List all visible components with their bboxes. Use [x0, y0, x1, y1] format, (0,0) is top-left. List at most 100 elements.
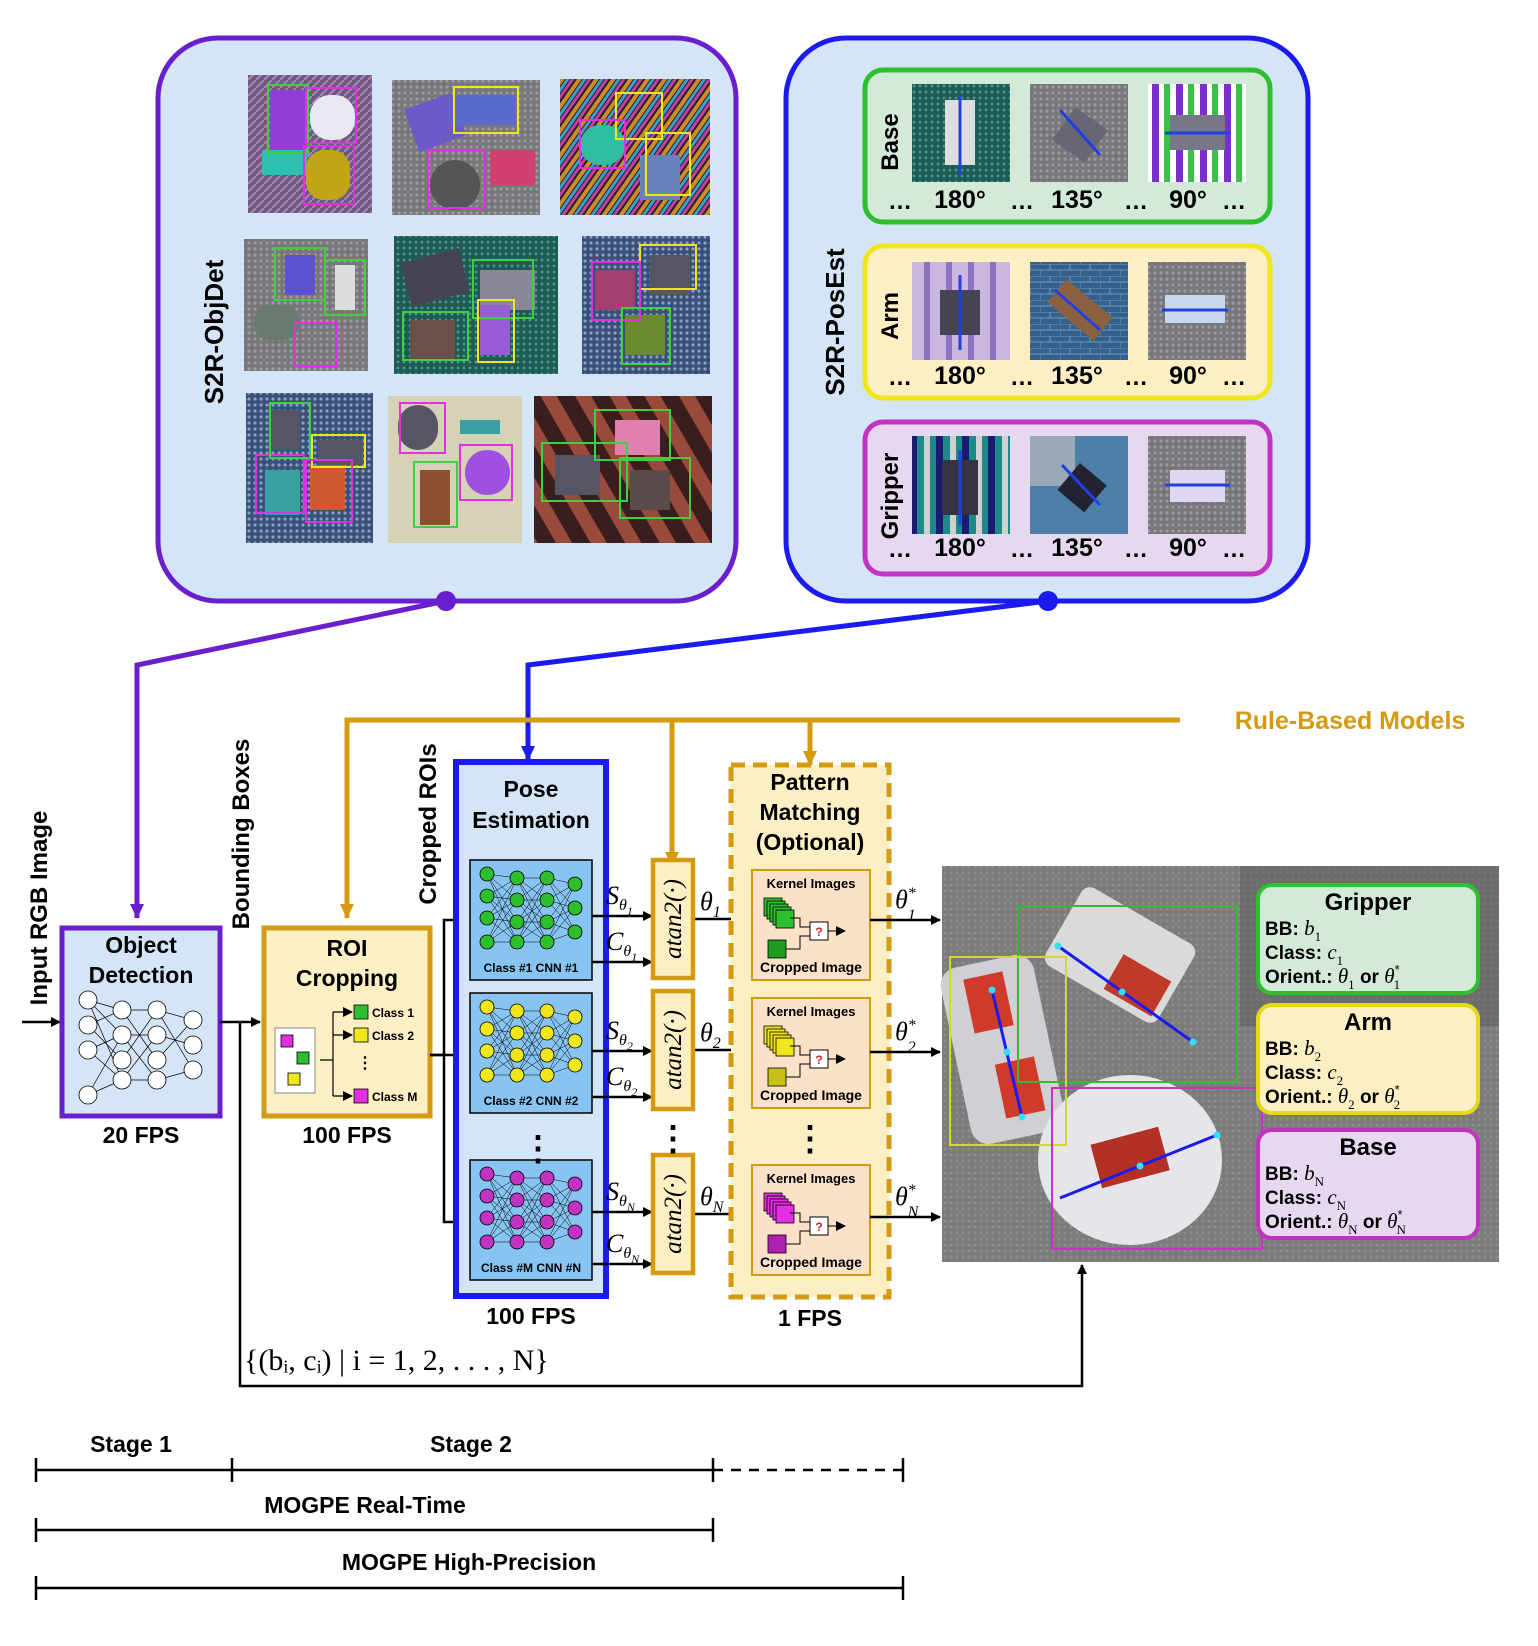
posest-panel: S2R-PosEst Base … 180° … 135° … 90° … Ar…	[783, 35, 1311, 604]
cnn-card: Class #1 CNN #1	[469, 859, 593, 981]
posest-dots: …	[1124, 536, 1148, 563]
kernel-images-label: Kernel Images	[767, 1004, 856, 1019]
pattern-matching-title: (Optional)	[756, 829, 865, 855]
cnn-node	[509, 892, 525, 908]
cnn-node	[567, 924, 583, 940]
pattern-card: Kernel Images?Cropped Image	[751, 997, 871, 1109]
cnn-node	[567, 876, 583, 892]
pose-estimation-fps: 100 FPS	[486, 1303, 576, 1329]
sin-output-label: SθN	[606, 1177, 636, 1214]
input-label: Input RGB Image	[26, 811, 53, 1006]
cnn-node	[567, 1176, 583, 1192]
atan-box: atan2(·)	[650, 1152, 696, 1276]
cnn-node	[479, 934, 495, 950]
objdet-thumb	[248, 75, 372, 213]
pattern-matching-fps: 1 FPS	[778, 1305, 842, 1331]
object-detection-fps: 20 FPS	[103, 1122, 180, 1148]
posest-dots: …	[1222, 364, 1246, 391]
bb-set-label: {(bᵢ, cᵢ) | i = 1, 2, . . . , N}	[244, 1344, 549, 1377]
cnn-node	[479, 1234, 495, 1250]
result-card-title: Base	[1339, 1134, 1396, 1161]
result-orient-line: Orient.: θ2 or θ*2	[1265, 1082, 1400, 1112]
theta-output-label: θ1	[700, 887, 721, 921]
result-bb-line: BB: b2	[1265, 1036, 1321, 1064]
cnn-node	[509, 934, 525, 950]
match-question-mark: ?	[815, 1220, 822, 1234]
atan-label: atan2(·)	[660, 1010, 687, 1090]
cnn-node	[539, 1192, 555, 1208]
result-bbox-arm	[949, 956, 1067, 1146]
cnn-node	[539, 1047, 555, 1063]
stage2-label: Stage 2	[430, 1431, 512, 1457]
objdet-panel: S2R-ObjDet	[155, 35, 739, 604]
theta-output-label: θ2	[700, 1018, 721, 1052]
atan-label: atan2(·)	[660, 1174, 687, 1254]
result-orient-line: Orient.: θ1 or θ*1	[1265, 962, 1400, 992]
posest-row-gripper: Gripper … 180° … 135° … 90° …	[862, 419, 1273, 577]
cnn-node	[479, 1210, 495, 1226]
cnn-node	[479, 888, 495, 904]
roi-class-label: Class 2	[372, 1029, 414, 1043]
cropped-square	[767, 939, 787, 959]
objdet-title: S2R-ObjDet	[199, 259, 229, 404]
posest-angle: 135°	[1051, 534, 1103, 562]
cnn-node	[539, 1170, 555, 1186]
cropped-image-label: Cropped Image	[760, 1087, 862, 1103]
stage1-label: Stage 1	[90, 1431, 172, 1457]
posest-angle: 180°	[934, 186, 986, 214]
posest-angle: 90°	[1169, 186, 1207, 214]
cnn-node	[479, 1166, 495, 1182]
posest-title: S2R-PosEst	[820, 248, 850, 396]
result-class-line: Class: cN	[1265, 1185, 1347, 1213]
cnn-node	[539, 1025, 555, 1041]
pose-estimation-title: Pose	[504, 776, 559, 802]
refined-orientation-outputs: θ*1θ*2θ*N	[870, 885, 941, 1222]
cnn-node	[539, 1067, 555, 1083]
cnn-node	[567, 1033, 583, 1049]
cnn-node	[509, 1067, 525, 1083]
roi-class-label: Class 1	[372, 1006, 414, 1020]
posest-dots: …	[1222, 536, 1246, 563]
pose-estimation-block: Pose Estimation Class #1 CNN #1 Class #2 …	[453, 759, 609, 1329]
roi-cropping-title: ROI	[327, 935, 368, 961]
pattern-matching-title: Pattern	[770, 769, 849, 795]
cnn-node	[479, 1188, 495, 1204]
cnn-label: Class #M CNN #N	[481, 1261, 581, 1275]
dataset-connectors	[130, 591, 1058, 919]
theta-star-label: θ*2	[895, 1017, 916, 1056]
kernel-square	[775, 1204, 795, 1224]
cnn-card: Class #2 CNN #2	[469, 992, 593, 1114]
sin-output-label: Sθ2	[606, 1016, 633, 1053]
roi-cropping-fps: 100 FPS	[302, 1122, 392, 1148]
kernel-images-label: Kernel Images	[767, 1171, 856, 1186]
objdet-thumb	[534, 396, 712, 543]
posest-dots: …	[1010, 536, 1034, 563]
posest-angle: 180°	[934, 362, 986, 390]
sin-output-label: Sθ1	[606, 881, 633, 918]
cos-output-label: Cθ2	[606, 1062, 637, 1099]
posest-dots: …	[888, 364, 912, 391]
result-bb-line: BB: b1	[1265, 916, 1321, 944]
cropped-label: Cropped ROIs	[415, 743, 442, 904]
posest-dots: …	[888, 188, 912, 215]
result-class-line: Class: c1	[1265, 940, 1343, 968]
cnn-node	[539, 1003, 555, 1019]
pose-estimation-title: Estimation	[472, 807, 590, 833]
result-orient-line: Orient.: θN or θ*N	[1265, 1207, 1407, 1237]
posest-row-label: Base	[877, 113, 904, 170]
result-bbox-gripper	[1017, 905, 1238, 1083]
kernel-images-label: Kernel Images	[767, 876, 856, 891]
objdet-thumb	[582, 236, 710, 374]
cnn-label: Class #2 CNN #2	[484, 1094, 579, 1108]
cnn-node	[539, 1214, 555, 1230]
cnn-ellipsis: ⋮	[521, 1130, 555, 1168]
result-class-line: Class: c2	[1265, 1060, 1343, 1088]
cnn-node	[509, 1047, 525, 1063]
cnn-node	[479, 1067, 495, 1083]
roi-cropping-block: ROI Cropping Class 1 Class 2 ⋮ Class M 1…	[220, 925, 433, 1148]
cropped-square	[767, 1067, 787, 1087]
